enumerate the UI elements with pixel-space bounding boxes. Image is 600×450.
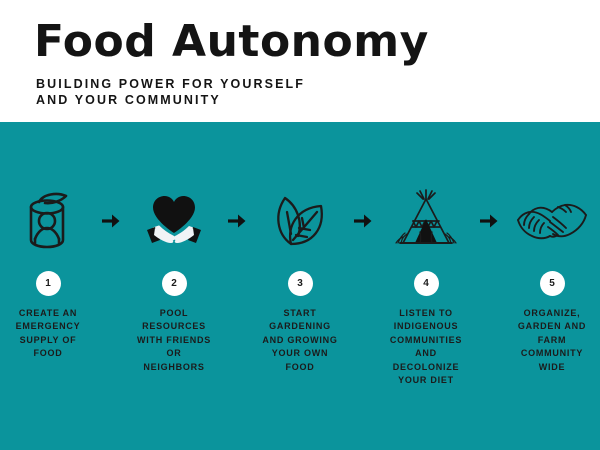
step-2: 2 POOL RESOURCES WITH FRIENDS OR NEIGHBO…	[122, 184, 226, 374]
poster-subtitle: BUILDING POWER FOR YOURSELF AND YOUR COM…	[36, 76, 600, 108]
step-caption: ORGANIZE, GARDEN AND FARM COMMUNITY WIDE	[517, 308, 587, 372]
subtitle-line-2: AND YOUR COMMUNITY	[36, 93, 221, 107]
right-arrow-icon	[100, 184, 122, 258]
steps-row: 1 CREATE AN EMERGENCY SUPPLY OF FOOD	[0, 122, 600, 450]
right-arrow-icon	[226, 184, 248, 258]
step-caption: CREATE AN EMERGENCY SUPPLY OF FOOD	[15, 308, 81, 359]
step-5: 5 ORGANIZE, GARDEN AND FARM COMMUNITY WI…	[500, 184, 600, 374]
teepee-icon	[390, 184, 462, 258]
step-caption: START GARDENING AND GROWING YOUR OWN FOO…	[262, 308, 338, 372]
step-badge: 3	[287, 271, 313, 296]
step-caption: POOL RESOURCES WITH FRIENDS OR NEIGHBORS	[137, 308, 211, 372]
step-badge: 1	[35, 271, 61, 296]
step-caption: LISTEN TO INDIGENOUS COMMUNITIES AND DEC…	[389, 308, 463, 386]
right-arrow-icon	[478, 184, 500, 258]
step-badge: 5	[539, 271, 565, 296]
step-badge: 4	[413, 271, 439, 296]
handshake-icon	[512, 184, 592, 258]
canned-food-icon	[19, 184, 77, 258]
teal-band: 1 CREATE AN EMERGENCY SUPPLY OF FOOD	[0, 122, 600, 450]
step-badge: 2	[161, 271, 187, 296]
poster-header: Food Autonomy BUILDING POWER FOR YOURSEL…	[0, 0, 600, 122]
right-arrow-icon	[352, 184, 374, 258]
step-1: 1 CREATE AN EMERGENCY SUPPLY OF FOOD	[0, 184, 100, 361]
subtitle-line-1: BUILDING POWER FOR YOURSELF	[36, 77, 305, 91]
leaves-icon	[269, 184, 331, 258]
step-3: 3 START GARDENING AND GROWING YOUR OWN F…	[248, 184, 352, 374]
page-title: Food Autonomy	[34, 16, 429, 67]
step-4: 4 LISTEN TO INDIGENOUS COMMUNITIES AND D…	[374, 184, 478, 387]
heart-in-hands-icon	[143, 184, 205, 258]
